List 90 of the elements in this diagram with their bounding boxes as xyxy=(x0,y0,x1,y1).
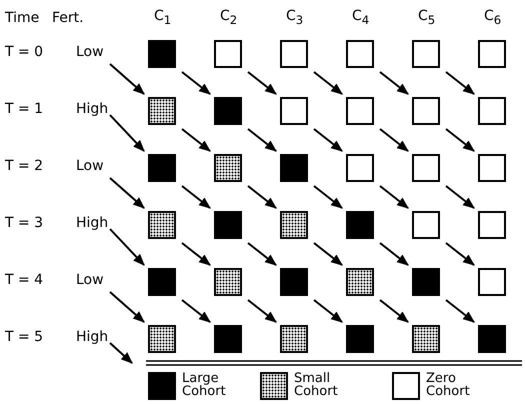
fertility-label: Low xyxy=(76,272,104,288)
large-cohort-square xyxy=(412,268,440,296)
arrow xyxy=(379,71,409,95)
arrow xyxy=(181,185,211,209)
zero-cohort-square xyxy=(412,154,440,182)
large-cohort-square xyxy=(214,211,242,239)
arrow xyxy=(181,71,211,95)
zero-cohort-square xyxy=(346,40,374,68)
zero-cohort-square xyxy=(478,154,506,182)
arrow xyxy=(109,342,133,364)
arrow xyxy=(313,242,343,266)
column-heading: C$_{5}$ xyxy=(418,8,436,28)
arrow xyxy=(247,242,277,266)
fertility-label: High xyxy=(76,101,108,117)
zero-cohort-square xyxy=(346,97,374,125)
arrow xyxy=(445,299,475,323)
large-cohort-square xyxy=(148,40,176,68)
arrow xyxy=(181,242,211,266)
legend-label: Zero Cohort xyxy=(426,372,471,398)
row-label: T = 1 xyxy=(5,101,44,117)
column-heading: Time xyxy=(5,10,40,26)
arrow xyxy=(247,299,277,323)
column-heading: C$_{1}$ xyxy=(154,8,172,28)
small-cohort-square xyxy=(148,211,176,239)
large-cohort-square xyxy=(280,268,308,296)
arrow xyxy=(379,299,409,323)
large-cohort-square xyxy=(346,325,374,353)
column-heading: C$_{6}$ xyxy=(484,8,502,28)
arrow xyxy=(445,71,475,95)
large-cohort-square xyxy=(346,211,374,239)
zero-cohort-square xyxy=(346,154,374,182)
fertility-label: Low xyxy=(76,44,104,60)
fertility-label: High xyxy=(76,329,108,345)
arrow xyxy=(109,63,145,95)
small-cohort-square xyxy=(148,325,176,353)
small-cohort-square xyxy=(412,325,440,353)
zero-cohort-square xyxy=(478,40,506,68)
arrow xyxy=(379,185,409,209)
arrow xyxy=(313,128,343,152)
arrow xyxy=(313,299,343,323)
large-cohort-square xyxy=(214,97,242,125)
small-cohort-square xyxy=(346,268,374,296)
arrow xyxy=(445,185,475,209)
legend-label: Small Cohort xyxy=(294,372,339,398)
arrow xyxy=(445,128,475,152)
arrow xyxy=(181,128,211,152)
column-heading: Fert. xyxy=(52,10,84,26)
small-cohort-square xyxy=(214,268,242,296)
legend-label: Large Cohort xyxy=(182,372,227,398)
large-cohort-square xyxy=(148,154,176,182)
zero-cohort-square xyxy=(478,97,506,125)
fertility-label: High xyxy=(76,215,108,231)
column-heading: C$_{4}$ xyxy=(352,8,370,28)
small-cohort-square xyxy=(214,154,242,182)
zero-cohort-square xyxy=(412,40,440,68)
zero-cohort-square xyxy=(280,97,308,125)
arrow xyxy=(445,242,475,266)
row-label: T = 0 xyxy=(5,44,44,60)
arrow xyxy=(247,71,277,95)
arrow xyxy=(247,185,277,209)
large-cohort-square xyxy=(214,325,242,353)
zero-cohort-square xyxy=(214,40,242,68)
arrow xyxy=(109,228,145,266)
small-cohort-square xyxy=(280,325,308,353)
row-label: T = 3 xyxy=(5,215,44,231)
arrow xyxy=(109,291,145,323)
zero-cohort-square xyxy=(412,211,440,239)
arrow xyxy=(109,114,145,152)
arrow xyxy=(379,242,409,266)
arrow xyxy=(181,299,211,323)
zero-cohort-square xyxy=(478,211,506,239)
arrow xyxy=(109,177,145,209)
column-heading: C$_{3}$ xyxy=(286,8,304,28)
large-cohort-square xyxy=(148,268,176,296)
arrow xyxy=(247,128,277,152)
zero-cohort-square xyxy=(478,268,506,296)
row-label: T = 2 xyxy=(5,158,44,174)
fertility-label: Low xyxy=(76,158,104,174)
large-cohort-square xyxy=(478,325,506,353)
arrow xyxy=(379,128,409,152)
row-label: T = 4 xyxy=(5,272,44,288)
zero-cohort-square xyxy=(280,40,308,68)
small-cohort-square xyxy=(280,211,308,239)
row-label: T = 5 xyxy=(5,329,44,345)
column-heading: C$_{2}$ xyxy=(220,8,238,28)
zero-cohort-square xyxy=(412,97,440,125)
arrow xyxy=(313,185,343,209)
arrow xyxy=(313,71,343,95)
large-cohort-square xyxy=(280,154,308,182)
small-cohort-square xyxy=(148,97,176,125)
